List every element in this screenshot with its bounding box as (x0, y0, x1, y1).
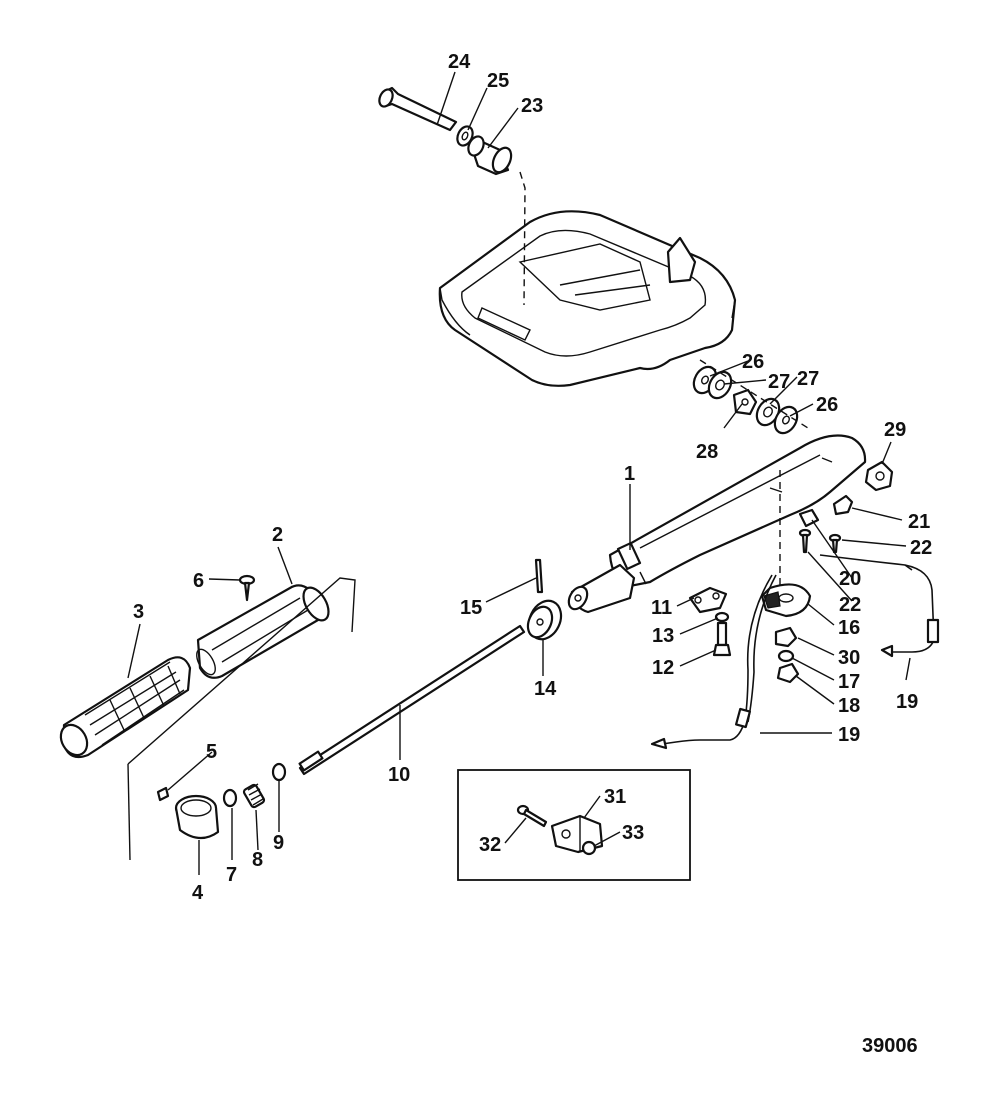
washer-7 (222, 788, 238, 808)
callout-9: 9 (273, 832, 284, 854)
throttle-shaft (298, 624, 526, 776)
washer-26b (773, 405, 799, 435)
callout-26b: 26 (816, 394, 838, 416)
nut-9 (271, 762, 287, 782)
stop-switch-lead-b (819, 554, 940, 658)
nut-30 (774, 626, 798, 648)
clamp-screw (516, 804, 548, 828)
callout-5: 5 (206, 741, 217, 763)
figure-code: 39006 (862, 1035, 918, 1057)
callout-29: 29 (884, 419, 906, 441)
throttle-housing (196, 584, 330, 679)
callout-25: 25 (487, 70, 509, 92)
callout-32: 32 (479, 834, 501, 856)
tiller-bracket (438, 210, 737, 387)
nut-18 (776, 662, 800, 684)
callout-33: 33 (622, 822, 644, 844)
throttle-grip (59, 656, 192, 759)
callout-19a: 19 (838, 724, 860, 746)
clamp-nut (581, 840, 597, 856)
stop-bracket (688, 586, 728, 614)
screw-22b (828, 533, 842, 554)
washer-13 (714, 611, 730, 623)
roll-pin (534, 558, 544, 594)
callout-labels: 24 25 23 26 27 27 26 28 29 1 2 6 3 15 14… (133, 51, 932, 1057)
callout-2: 2 (272, 524, 283, 546)
inset-box (457, 769, 691, 881)
callout-22a: 22 (910, 537, 932, 559)
callout-21: 21 (908, 511, 930, 533)
callout-30: 30 (838, 647, 860, 669)
tiller-arm (567, 434, 867, 614)
screw-22a (798, 528, 812, 554)
callout-3: 3 (133, 601, 144, 623)
callout-23: 23 (521, 95, 543, 117)
callout-6: 6 (193, 570, 204, 592)
callout-28: 28 (696, 441, 718, 463)
callout-18: 18 (838, 695, 860, 717)
spring-8 (242, 783, 266, 809)
stop-plate (760, 583, 812, 618)
callout-10: 10 (388, 764, 410, 786)
stop-switch-lead-a (650, 574, 777, 750)
callout-31: 31 (604, 786, 626, 808)
washer-27a (707, 370, 733, 400)
callout-8: 8 (252, 849, 263, 871)
callout-16: 16 (838, 617, 860, 639)
leader-lines (127, 71, 911, 875)
callout-7: 7 (226, 864, 237, 886)
pivot-bolt (378, 86, 458, 132)
washer-17 (777, 649, 795, 663)
callout-1: 1 (624, 463, 635, 485)
callout-27a: 27 (768, 371, 790, 393)
callout-12: 12 (652, 657, 674, 679)
screw-6 (238, 574, 256, 602)
callout-14: 14 (534, 678, 557, 700)
drive-gear (526, 599, 563, 641)
callout-19b: 19 (896, 691, 918, 713)
callout-15: 15 (460, 597, 482, 619)
screw-12 (712, 621, 732, 657)
callout-24: 24 (448, 51, 471, 73)
callout-11: 11 (651, 597, 672, 619)
pin-5 (156, 786, 170, 802)
throttle-cup (174, 794, 220, 840)
callout-4: 4 (192, 882, 204, 904)
clip-21 (832, 494, 854, 516)
pivot-nut-29 (864, 460, 894, 492)
pivot-bushing (467, 135, 513, 176)
callout-20: 20 (839, 568, 861, 590)
callout-17: 17 (838, 671, 860, 693)
callout-22b: 22 (839, 594, 861, 616)
callout-13: 13 (652, 625, 674, 647)
callout-26a: 26 (742, 351, 764, 373)
callout-27b: 27 (797, 368, 819, 390)
